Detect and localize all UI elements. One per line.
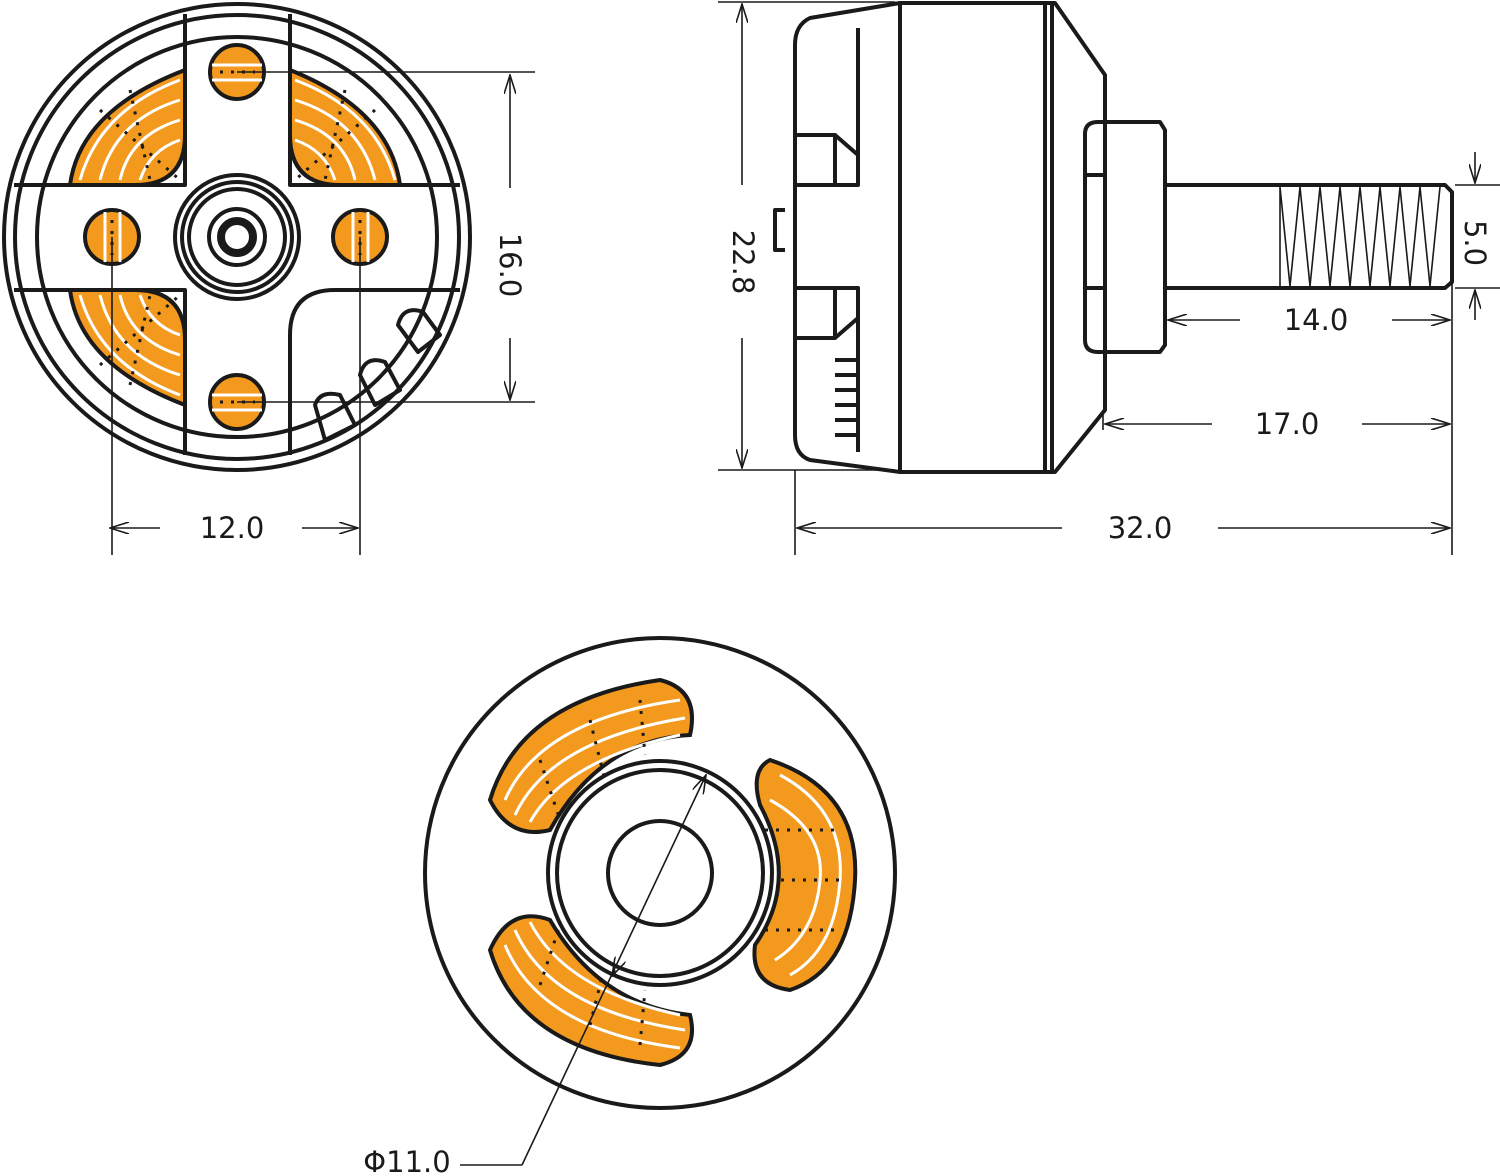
bottom-view: Φ11.0 (363, 636, 897, 1176)
hub-bearing (173, 173, 301, 301)
dim-22-8: 22.8 (726, 230, 760, 295)
coil-top-right (288, 67, 403, 187)
wire-leads (313, 308, 442, 442)
dim-17: 17.0 (1255, 407, 1320, 441)
dim-16: 16.0 (493, 233, 527, 298)
side-view: 22.8 5.0 14.0 17.0 32.0 (718, 1, 1500, 555)
dim-phi-11: Φ11.0 (363, 1145, 450, 1176)
dim-12: 12.0 (200, 511, 265, 545)
dim-5: 5.0 (1458, 220, 1492, 266)
front-view: 12.0 16.0 (2, 2, 535, 555)
coil-bottom (487, 914, 694, 1068)
dim-32: 32.0 (1108, 511, 1173, 545)
shaft (1165, 183, 1454, 290)
coil-bottom-left (67, 288, 187, 408)
dim-14: 14.0 (1284, 303, 1349, 337)
coil-top-left (67, 67, 187, 187)
coil-top (487, 677, 694, 834)
coil-right (752, 757, 858, 993)
